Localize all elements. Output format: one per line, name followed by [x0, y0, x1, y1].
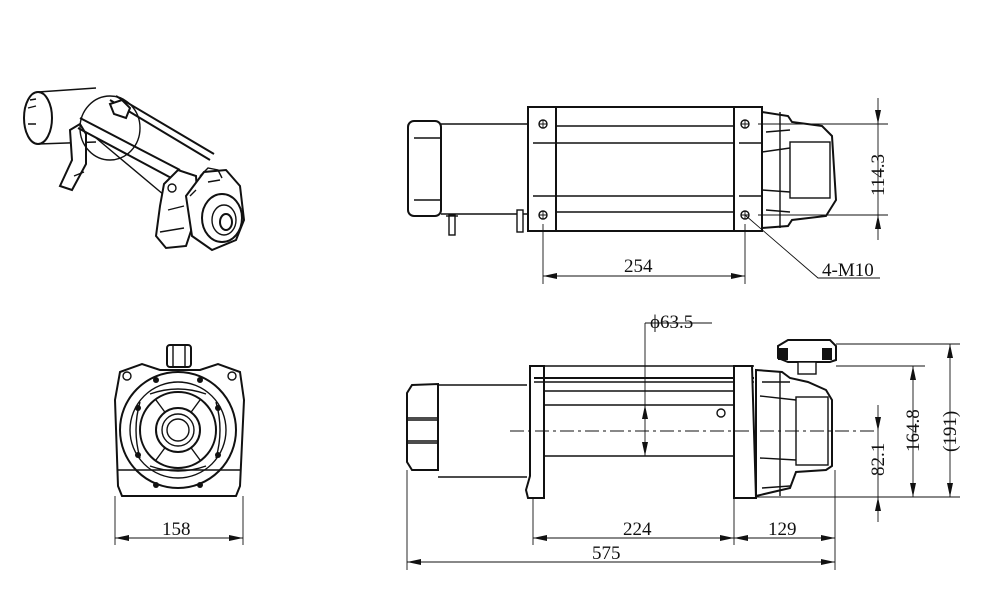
dim-drum-diameter: ϕ63.5: [650, 312, 693, 333]
dim-191: (191): [940, 411, 961, 452]
dim-254: 254: [624, 256, 653, 277]
front-view: ϕ63.5 224 129 575 82.1 164.8: [406, 312, 961, 570]
top-view: 254 4-M10 114.3: [407, 98, 889, 284]
mount-hole: [538, 119, 548, 129]
dim-575: 575: [592, 543, 621, 564]
mount-hole: [538, 210, 548, 220]
dim-82-1: 82.1: [868, 443, 889, 476]
end-view: 158: [113, 344, 246, 545]
dim-164-8: 164.8: [903, 409, 924, 452]
dim-224: 224: [623, 519, 652, 540]
mount-hole: [740, 119, 750, 129]
isometric-view: [23, 87, 246, 252]
dim-158: 158: [162, 519, 191, 540]
dim-4-m10: 4-M10: [822, 260, 874, 281]
dim-114-3: 114.3: [868, 154, 889, 196]
dim-129: 129: [768, 519, 797, 540]
